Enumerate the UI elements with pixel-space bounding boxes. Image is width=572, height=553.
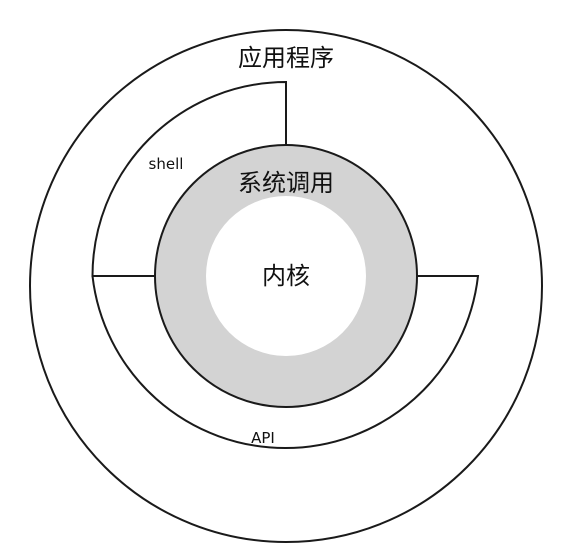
system-call-label: 系统调用 [238, 169, 334, 197]
api-label: API [251, 429, 275, 447]
kernel-label: 内核 [262, 262, 310, 290]
application-label: 应用程序 [238, 44, 334, 72]
application-layer-circle [29, 29, 543, 543]
kernel-circle [206, 196, 366, 356]
shell-api-boundary [91, 80, 480, 449]
shell-label: shell [149, 155, 184, 173]
